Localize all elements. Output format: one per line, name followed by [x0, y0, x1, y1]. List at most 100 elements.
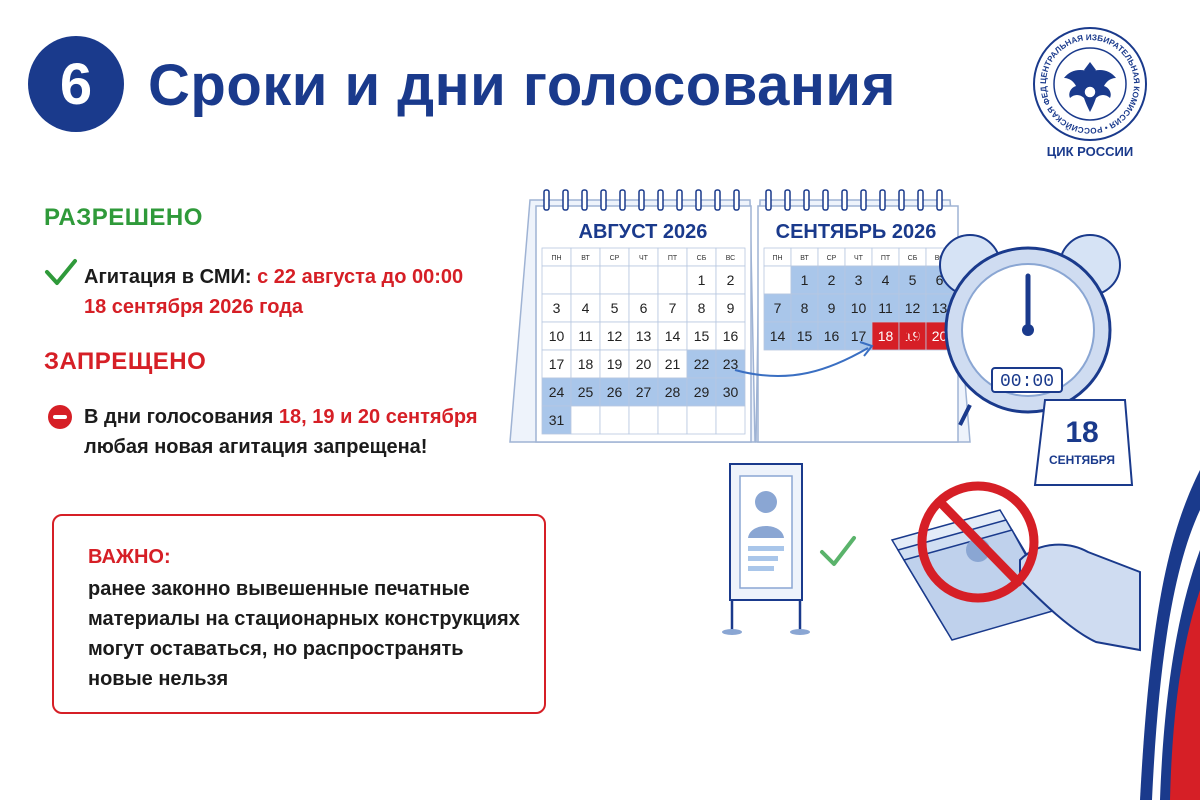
weekday-label: ВТ [800, 255, 809, 262]
allowed-heading: РАЗРЕШЕНО [44, 204, 203, 231]
calendar-day: 15 [797, 328, 813, 344]
calendar-day: 24 [549, 384, 565, 400]
calendar-day-cell [844, 293, 873, 323]
calendar-day: 18 [578, 356, 594, 372]
calendar-day-cell [715, 293, 746, 323]
calendar-day-cell [657, 405, 688, 435]
calendar-day: 17 [549, 356, 565, 372]
poster-stand-icon [722, 463, 810, 635]
calendar-day: 1 [801, 272, 809, 288]
calendar-day-cell [715, 265, 746, 295]
calendar-day: 23 [723, 356, 739, 372]
weekday-label: ПТ [881, 255, 891, 262]
calendar-day-cell [570, 349, 601, 379]
calendar-day-cell [541, 321, 572, 351]
calendar-day: 6 [936, 272, 944, 288]
ring-binder [600, 189, 607, 211]
important-title: ВАЖНО: [88, 546, 171, 568]
calendar-day-cell [570, 405, 601, 435]
check-icon [45, 259, 77, 285]
calendar-day: 25 [578, 384, 594, 400]
calendar-day: 30 [723, 384, 739, 400]
weekday-label: ЧТ [639, 255, 649, 262]
calendar-day-cell [657, 321, 688, 351]
calendar-day-cell [715, 377, 746, 407]
calendar-day: 16 [824, 328, 840, 344]
cec-emblem: ЦЕНТРАЛЬНАЯ ИЗБИРАТЕЛЬНАЯ КОМИССИЯ • РОС… [1027, 15, 1150, 162]
leaflets-icon [890, 509, 1058, 641]
calendar-day-cell [686, 377, 717, 407]
ring-binder [581, 189, 588, 211]
mini-calendar-day: 18 [1065, 416, 1098, 449]
calendar-day: 12 [607, 328, 623, 344]
forbidden-heading: ЗАПРЕЩЕНО [44, 348, 207, 375]
arrow-icon [734, 347, 869, 377]
section-number: 6 [59, 51, 93, 117]
calendar-day: 2 [727, 272, 735, 288]
calendar-day-cell [599, 321, 630, 351]
calendar-day: 13 [932, 300, 948, 316]
forbidden-item-suffix: любая новая агитация запрещена! [84, 436, 428, 458]
ring-binder [543, 189, 550, 211]
calendar-day: 17 [851, 328, 867, 344]
calendar-day: 5 [611, 300, 619, 316]
calendar-day: 26 [607, 384, 623, 400]
calendar-day-cell [763, 293, 792, 323]
calendar-day: 8 [801, 300, 809, 316]
calendar-day: 27 [636, 384, 652, 400]
flag-stripes [1140, 470, 1200, 800]
allowed-check-icon [820, 536, 856, 566]
calendar-day: 20 [636, 356, 652, 372]
calendar-day-cell [541, 293, 572, 323]
calendar-day: 10 [549, 328, 565, 344]
weekday-label: ЧТ [854, 255, 864, 262]
calendar-day-cell [628, 321, 659, 351]
calendar-day-cell [541, 265, 572, 295]
calendar-day-cell [628, 265, 659, 295]
calendar-day-cell [628, 405, 659, 435]
calendar-day: 7 [774, 300, 782, 316]
calendar-day: 14 [665, 328, 681, 344]
ring-binder [822, 189, 829, 211]
ring-binder [784, 189, 791, 211]
calendar-day-cell [657, 293, 688, 323]
forbidden-item-prefix: В дни голосования [84, 406, 274, 428]
calendar-day-cell [871, 321, 900, 351]
allowed-item-period: с 22 августа до 00:00 18 сентября 2026 г… [84, 266, 464, 318]
page-title: Сроки и дни голосования [148, 53, 896, 118]
calendar-day: 22 [694, 356, 710, 372]
calendar-day-cell [715, 405, 746, 435]
weekday-label: СБ [697, 255, 707, 262]
calendar-day-cell [763, 265, 792, 295]
ring-binder [676, 189, 683, 211]
calendar-day: 3 [553, 300, 561, 316]
section-number-badge: 6 [28, 36, 124, 132]
calendar-day-cell [817, 265, 846, 295]
calendar-day: 18 [878, 328, 894, 344]
calendar-day: 19 [607, 356, 623, 372]
calendar-day-cell [686, 265, 717, 295]
double-eagle-icon [1064, 62, 1116, 112]
calendar-day: 4 [882, 272, 890, 288]
calendar-day: 9 [828, 300, 836, 316]
august-title: АВГУСТ 2026 [579, 221, 708, 243]
weekday-label: ВС [726, 255, 736, 262]
calendar-day: 14 [770, 328, 786, 344]
calendar-day: 16 [723, 328, 739, 344]
september-title: СЕНТЯБРЬ 2026 [776, 221, 937, 243]
ring-binder [879, 189, 886, 211]
calendar-day-cell [657, 265, 688, 295]
ring-binder [657, 189, 664, 211]
emblem-caption: ЦИК РОССИИ [1046, 144, 1134, 159]
weekday-label: ВТ [581, 255, 590, 262]
calendar-day-cell [570, 321, 601, 351]
forbidden-item-dates: 18, 19 и 20 сентября [278, 406, 478, 428]
calendar-day: 4 [582, 300, 590, 316]
weekday-label: СР [827, 255, 837, 262]
allowed-item-prefix: Агитация в СМИ: [84, 266, 252, 288]
calendar-day-cell [817, 293, 846, 323]
forbidden-item: В дни голосования 18, 19 и 20 сентября л… [84, 402, 504, 462]
